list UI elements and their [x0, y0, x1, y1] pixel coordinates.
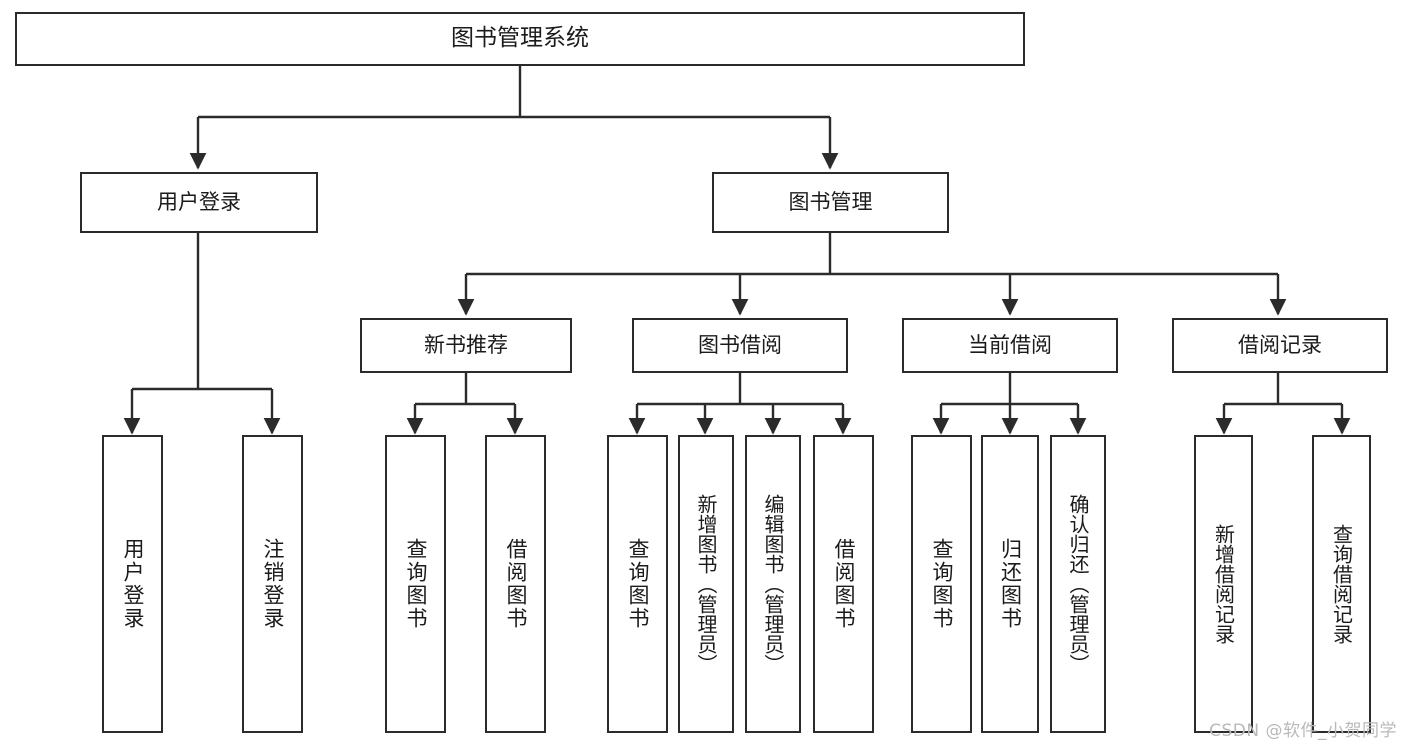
leaf-confirm-return-admin[interactable]: 确认归还（管理员） — [1050, 435, 1106, 733]
leaf-add-borrow-record[interactable]: 新增借阅记录 — [1194, 435, 1253, 733]
node-label: 借阅记录 — [1238, 332, 1322, 357]
node-label: 借阅图书 — [504, 538, 528, 630]
node-label: 借阅图书 — [832, 538, 856, 630]
leaf-query-borrow-record[interactable]: 查询借阅记录 — [1312, 435, 1371, 733]
node-label: 注销登录 — [261, 538, 285, 630]
node-label: 新增图书（管理员） — [694, 494, 718, 674]
node-label: 新增借阅记录 — [1211, 524, 1236, 644]
node-label: 用户登录 — [157, 189, 241, 214]
node-label: 查询图书 — [930, 538, 954, 630]
leaf-borrow-book[interactable]: 借阅图书 — [813, 435, 874, 733]
node-label: 图书管理系统 — [451, 25, 589, 52]
leaf-query-book-current[interactable]: 查询图书 — [911, 435, 972, 733]
node-label: 查询图书 — [404, 538, 428, 630]
leaf-logout[interactable]: 注销登录 — [242, 435, 303, 733]
node-borrow-record[interactable]: 借阅记录 — [1172, 318, 1388, 373]
node-current-borrow[interactable]: 当前借阅 — [902, 318, 1118, 373]
node-label: 图书管理 — [788, 189, 873, 214]
node-label: 当前借阅 — [968, 332, 1052, 357]
leaf-user-login[interactable]: 用户登录 — [102, 435, 163, 733]
leaf-borrow-book-recommend[interactable]: 借阅图书 — [485, 435, 546, 733]
node-label: 确认归还（管理员） — [1066, 494, 1090, 674]
leaf-edit-book-admin[interactable]: 编辑图书（管理员） — [745, 435, 801, 733]
node-label: 图书借阅 — [698, 332, 782, 357]
node-new-book-recommend[interactable]: 新书推荐 — [360, 318, 572, 373]
node-root-book-management-system[interactable]: 图书管理系统 — [15, 12, 1025, 66]
watermark: CSDN @软件_小贺同学 — [1209, 721, 1397, 741]
node-label: 新书推荐 — [424, 332, 508, 357]
node-user-login[interactable]: 用户登录 — [80, 172, 318, 233]
leaf-return-book[interactable]: 归还图书 — [981, 435, 1039, 733]
node-label: 归还图书 — [998, 538, 1023, 630]
node-label: 编辑图书（管理员） — [761, 494, 785, 674]
leaf-add-book-admin[interactable]: 新增图书（管理员） — [678, 435, 734, 733]
node-label: 查询图书 — [626, 538, 650, 630]
leaf-query-book-recommend[interactable]: 查询图书 — [385, 435, 446, 733]
node-label: 用户登录 — [121, 538, 145, 630]
node-label: 查询借阅记录 — [1329, 524, 1354, 644]
leaf-query-book-borrow[interactable]: 查询图书 — [607, 435, 668, 733]
node-book-borrow[interactable]: 图书借阅 — [632, 318, 848, 373]
node-book-management[interactable]: 图书管理 — [712, 172, 949, 233]
